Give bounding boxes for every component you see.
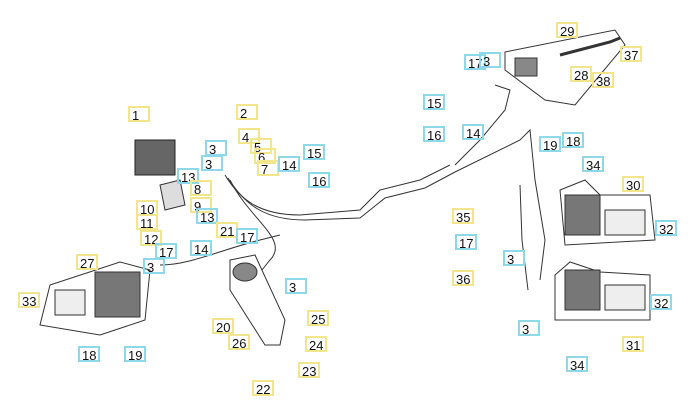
callout-1: 1	[128, 106, 150, 123]
callout-14: 14	[462, 124, 484, 141]
brake-hose-main	[224, 164, 451, 216]
callout-17: 17	[155, 243, 177, 260]
brake-lever	[559, 36, 621, 57]
callout-25: 25	[307, 310, 329, 327]
callout-12: 12	[140, 230, 162, 247]
callout-3: 3	[518, 320, 540, 337]
callout-16: 16	[308, 172, 330, 189]
callout-3: 3	[205, 140, 227, 157]
rear-reservoir	[232, 262, 258, 282]
callout-6: 6	[254, 148, 276, 165]
master-cylinder	[514, 57, 538, 77]
callout-34: 34	[582, 156, 604, 173]
callout-38: 38	[592, 72, 614, 89]
callout-34: 34	[566, 356, 588, 373]
front-brake-pads-upper	[604, 209, 646, 236]
brake-hose-rear	[229, 179, 276, 271]
callout-11: 11	[136, 214, 158, 231]
callout-22: 22	[252, 380, 274, 397]
callout-3: 3	[201, 155, 223, 172]
callout-3: 3	[503, 250, 525, 267]
callout-29: 29	[556, 22, 578, 39]
rear-brake-pads	[54, 289, 86, 316]
callout-2: 2	[236, 104, 258, 121]
callout-37: 37	[620, 46, 642, 63]
callout-23: 23	[298, 362, 320, 379]
callout-15: 15	[423, 94, 445, 111]
brake-hose-right	[519, 184, 529, 291]
rear-caliper	[94, 271, 141, 318]
callout-4: 4	[238, 128, 260, 145]
callout-3: 3	[285, 278, 307, 295]
callout-28: 28	[570, 66, 592, 83]
brake-hose-front	[454, 84, 511, 166]
callout-15: 15	[303, 144, 325, 161]
callout-18: 18	[562, 132, 584, 149]
front-caliper-upper	[564, 194, 601, 236]
callout-9: 9	[190, 197, 212, 214]
callout-3: 3	[143, 258, 165, 275]
callout-24: 24	[305, 336, 327, 353]
callout-30: 30	[622, 176, 644, 193]
abs-unit	[134, 139, 176, 176]
callout-13: 13	[196, 208, 218, 225]
brake-hose-main-2	[227, 171, 456, 221]
callout-17: 17	[236, 228, 258, 245]
callout-35: 35	[452, 208, 474, 225]
callout-3: 3	[479, 52, 501, 69]
callout-26: 26	[228, 334, 250, 351]
callout-17: 17	[464, 54, 486, 71]
callout-19: 19	[124, 346, 146, 363]
callout-32: 32	[655, 220, 677, 237]
callout-32: 32	[650, 294, 672, 311]
callout-7: 7	[257, 160, 279, 177]
front-brake-pads-lower	[604, 284, 646, 311]
callout-19: 19	[539, 136, 561, 153]
callout-20: 20	[212, 318, 234, 335]
callout-27: 27	[76, 254, 98, 271]
callout-17: 17	[455, 234, 477, 251]
callout-21: 21	[216, 222, 238, 239]
callout-33: 33	[18, 292, 40, 309]
callout-14: 14	[190, 240, 212, 257]
master-cylinder-panel	[504, 29, 626, 106]
callout-8: 8	[190, 180, 212, 197]
front-caliper-lower	[564, 269, 601, 311]
callout-31: 31	[622, 336, 644, 353]
callout-18: 18	[78, 346, 100, 363]
callout-5: 5	[250, 138, 272, 155]
callout-14: 14	[278, 156, 300, 173]
callout-16: 16	[423, 126, 445, 143]
callout-36: 36	[452, 270, 474, 287]
brake-hose-front-2	[454, 128, 546, 281]
abs-bracket	[159, 179, 186, 211]
